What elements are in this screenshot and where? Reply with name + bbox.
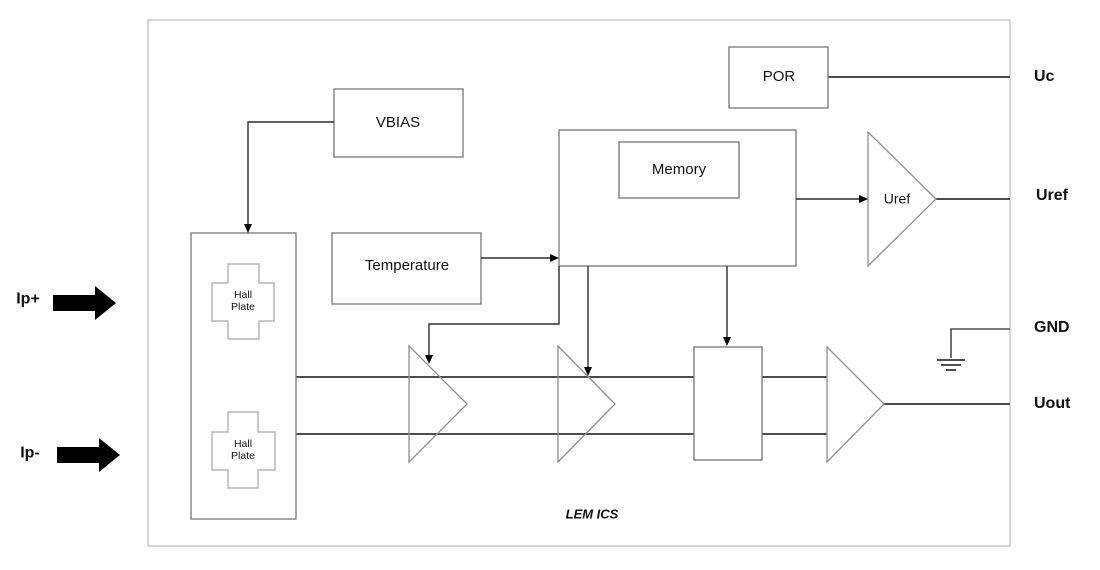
ground-symbol-icon <box>937 359 965 371</box>
por-label: POR <box>762 68 796 86</box>
hall-plate-top-label: Hall Plate <box>231 288 255 313</box>
trim-arrowhead-amp2 <box>584 367 592 376</box>
temperature-box <box>331 232 482 305</box>
memory-box <box>618 141 740 199</box>
vbias-wire <box>247 121 334 225</box>
gnd-wire <box>950 328 1010 358</box>
amplifier-1-triangle <box>408 344 468 464</box>
ip-minus-arrow-icon <box>57 438 120 472</box>
chip-caption: LEM ICS <box>565 506 619 522</box>
pin-uref-label: Uref <box>1036 187 1069 204</box>
ip-plus-arrow-icon <box>53 286 116 320</box>
pin-uout-label: Uout <box>1034 395 1071 412</box>
uref-feed-arrowhead <box>859 195 868 203</box>
vbias-box <box>333 88 464 158</box>
uref-buffer-label: Uref <box>883 190 911 207</box>
memory-label: Memory <box>651 161 707 179</box>
temperature-arrowhead <box>550 254 559 262</box>
trim-arrowhead-filter <box>723 337 731 346</box>
trim-wire-amp1 <box>428 266 560 355</box>
vbias-arrowhead <box>244 224 252 233</box>
temperature-label: Temperature <box>364 257 450 275</box>
hall-plate-top-shape <box>211 263 275 340</box>
por-box <box>728 46 829 109</box>
vbias-label: VBIAS <box>375 114 421 132</box>
pin-gnd-label: GND <box>1034 319 1070 336</box>
output-amplifier-triangle <box>826 345 885 464</box>
hall-plate-bottom-shape <box>211 411 276 489</box>
pin-uc-label: Uc <box>1034 68 1055 85</box>
ip-plus-label: Ip+ <box>16 290 40 308</box>
filter-stage-box <box>693 346 763 461</box>
amplifier-2-triangle <box>557 344 616 464</box>
ip-minus-label: Ip- <box>20 444 40 462</box>
trim-arrowhead-amp1 <box>425 355 433 364</box>
hall-plate-bottom-label: Hall Plate <box>231 437 255 462</box>
